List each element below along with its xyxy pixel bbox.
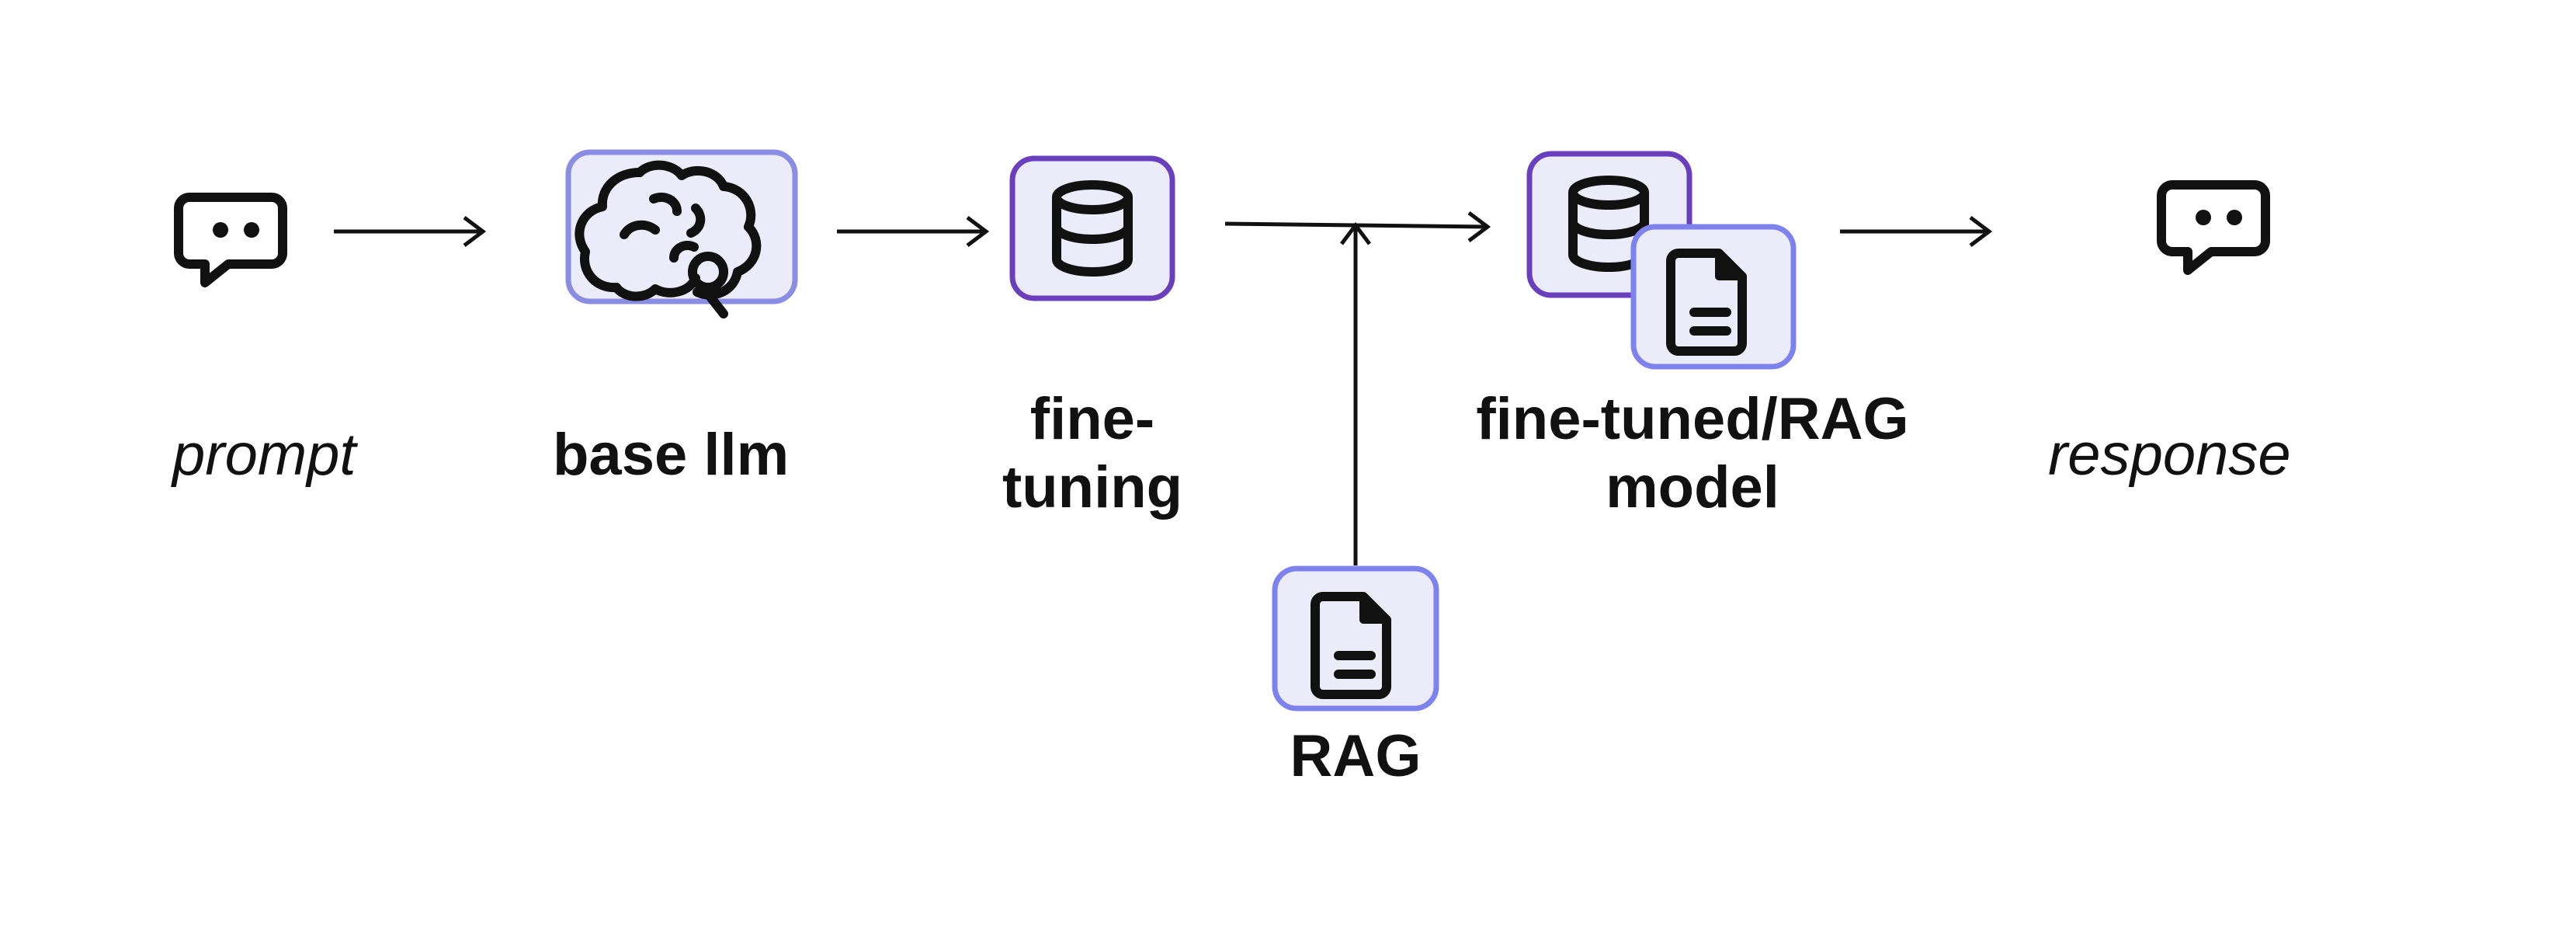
rag-label: RAG	[1290, 723, 1422, 789]
fine-tuning-node	[1009, 155, 1175, 301]
fine-tuned-rag-model-label-line2: model	[1606, 454, 1779, 520]
arrow-rag-to-main-line	[1340, 221, 1371, 565]
arrow-prompt-to-base-llm	[334, 216, 487, 247]
fine-tuning-label-line1: fine-	[1029, 386, 1155, 452]
prompt-label: prompt	[172, 422, 356, 488]
base-llm-node	[565, 149, 798, 318]
arrow-model-to-response	[1840, 216, 1993, 247]
arrow-base-llm-to-fine-tuning	[837, 216, 990, 247]
response-label: response	[2048, 422, 2291, 488]
response-speech-bubble-icon	[2161, 185, 2265, 270]
rag-node	[1272, 565, 1439, 712]
brain-icon	[575, 160, 762, 318]
fine-tuning-label-line2: tuning	[1002, 454, 1183, 520]
prompt-speech-bubble-icon	[179, 197, 283, 283]
fine-tuned-rag-model-label-line1: fine-tuned/RAG	[1476, 386, 1909, 452]
fine-tuning-label: fine- tuning	[955, 385, 1230, 522]
fine-tuned-rag-model-label: fine-tuned/RAG model	[1429, 385, 1956, 522]
base-llm-label: base llm	[553, 422, 790, 488]
fine-tuned-rag-model-node	[1526, 151, 1797, 370]
